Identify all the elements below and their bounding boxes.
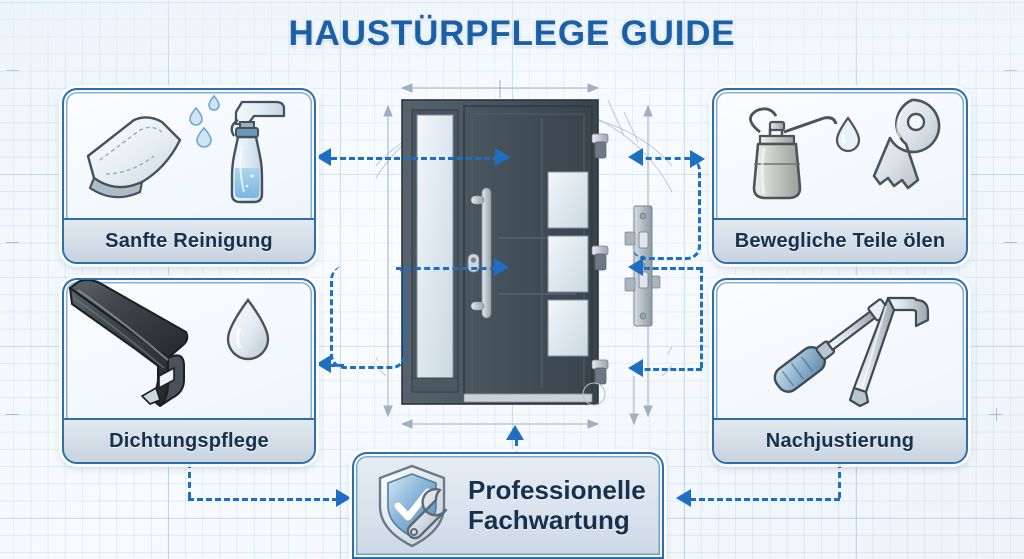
connector-arrow-to-card-oiling [690, 150, 705, 168]
sidelight-base [411, 377, 459, 393]
connector-line-service-right-v [838, 462, 841, 498]
page-title: HAUSTÜRPFLEGE GUIDE [288, 14, 736, 53]
connector-line-seal-top [396, 267, 496, 270]
spray-bottle-icon [230, 100, 286, 204]
connector-line-service-right-h [690, 498, 840, 501]
guide-tick [1004, 242, 1017, 243]
door-threshold [463, 393, 593, 403]
oil-can-icon [749, 107, 838, 200]
guide-tick [6, 414, 19, 415]
card-gentle-cleaning-label: Sanfte Reinigung [64, 218, 314, 262]
service-label-line2: Fachwartung [468, 504, 630, 535]
card-readjustment-art [714, 280, 966, 418]
connector-line-seal-bottom [330, 364, 344, 367]
microfiber-cloth-icon [86, 116, 182, 199]
dimension-line-left [383, 104, 393, 418]
connector-line-adjust-upper [644, 267, 702, 270]
connector-arrow-service-left [336, 489, 351, 507]
glass-pane [547, 235, 589, 293]
guide-tick [989, 414, 1002, 415]
title-area: HAUSTÜRPFLEGE GUIDE [0, 0, 1024, 72]
allen-key-icon [848, 296, 930, 408]
connector-line-adjust-lower [636, 368, 702, 371]
water-droplets-icon [189, 94, 220, 148]
connector-path-seal [330, 266, 406, 369]
card-professional-service-label: Professionelle Fachwartung [468, 476, 646, 534]
detail-circle [582, 382, 606, 406]
connector-arrow-seal [316, 355, 331, 373]
door-technical-drawing [376, 76, 672, 448]
connector-arrow-adjust-lower [628, 359, 643, 377]
card-lubricate-parts-art [714, 90, 966, 218]
connector-line-cleaning [322, 157, 508, 160]
connector-arrow-service-right [676, 489, 691, 507]
card-professional-service[interactable]: Professionelle Fachwartung [352, 452, 664, 559]
connector-line-service-up [515, 440, 518, 456]
connector-arrow-to-door-top [495, 148, 510, 166]
wrench-icon [406, 487, 448, 539]
connector-arrow-cleaning [316, 148, 331, 166]
door-handle [481, 187, 492, 319]
card-readjustment-label: Nachjustierung [714, 418, 966, 462]
handle-mount [470, 301, 485, 311]
hinge [591, 245, 609, 271]
hinge [591, 133, 609, 159]
rubber-seal-profile-icon [69, 280, 189, 407]
care-droplet-icon [226, 297, 270, 361]
card-gentle-cleaning-art [64, 90, 314, 218]
card-lubricate-parts[interactable]: Bewegliche Teile ölen [712, 88, 968, 264]
sidelight-glass-panel [416, 114, 454, 379]
card-seal-care[interactable]: Dichtungspflege [62, 278, 316, 464]
connector-line-oiling [636, 157, 700, 160]
card-readjustment[interactable]: Nachjustierung [712, 278, 968, 464]
hinge [591, 359, 609, 385]
card-lubricate-parts-label: Bewegliche Teile ölen [714, 218, 966, 262]
glass-pane [547, 171, 589, 229]
connector-arrow-to-door-mid [494, 258, 509, 276]
dimension-line-top [400, 80, 600, 98]
connector-arrow-adjust [628, 258, 643, 276]
glass-pane [547, 299, 589, 357]
screwdriver-icon [773, 298, 891, 393]
strike-plate [624, 205, 661, 327]
oil-droplet-icon [835, 116, 861, 153]
connector-arrow-service-up [506, 425, 524, 440]
connector-line-service-left-v [188, 462, 191, 498]
card-professional-service-art [378, 464, 448, 547]
service-label-line1: Professionelle [468, 475, 646, 506]
guide-tick [6, 242, 19, 243]
card-gentle-cleaning[interactable]: Sanfte Reinigung [62, 88, 316, 264]
card-seal-care-label: Dichtungspflege [64, 418, 314, 462]
card-seal-care-art [64, 280, 314, 418]
dimension-line-bottom [400, 419, 600, 429]
handle-mount [470, 195, 485, 205]
door-svg [376, 80, 672, 429]
connector-path-oiling [632, 157, 701, 260]
key-icon [872, 98, 941, 190]
connector-line-adjust-vertical [700, 267, 703, 368]
connector-line-service-left-h [188, 498, 338, 501]
